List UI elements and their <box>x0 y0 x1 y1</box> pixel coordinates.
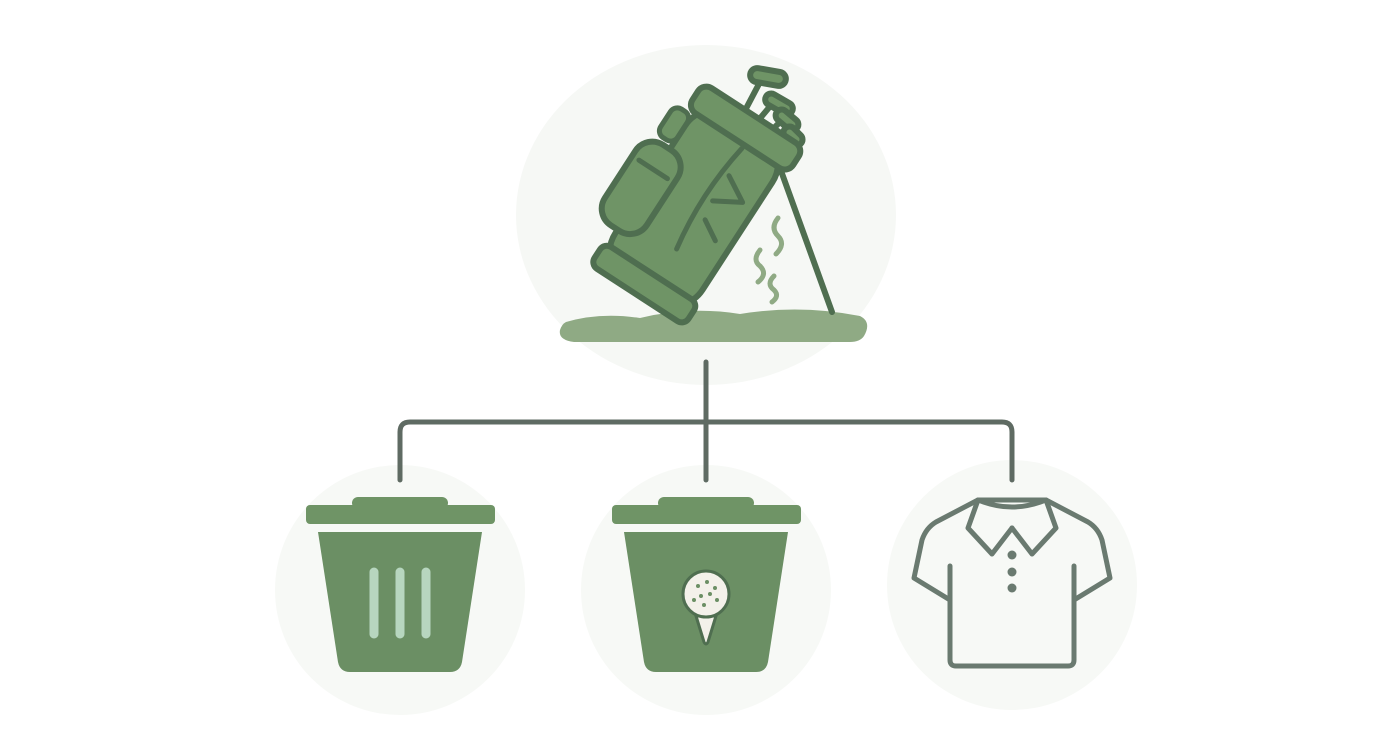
bag-handle <box>656 105 692 144</box>
golf-ball-on-tee-icon <box>681 569 731 646</box>
golf-tee <box>693 614 719 646</box>
dust-swirls <box>753 215 784 305</box>
bag-stand-leg <box>777 165 835 315</box>
connector-branch <box>397 419 1015 483</box>
golf-ball-bin-lid <box>612 505 801 524</box>
polo-shirt-collar-left <box>965 497 1015 557</box>
trash-bin-lid <box>306 505 495 524</box>
golf-ball-bin-icon <box>612 497 801 672</box>
polo-shirt-neckline <box>975 497 1049 510</box>
bag-strap <box>674 145 745 252</box>
golf-ball-dimples <box>692 580 719 607</box>
bag-collar <box>687 83 804 173</box>
bag-base <box>590 242 699 326</box>
connector-lines <box>397 359 1015 483</box>
golf-bag-icon <box>559 65 868 342</box>
trash-bin-stripes <box>369 567 431 639</box>
polo-shirt-icon <box>911 497 1113 669</box>
polo-shirt-collar-right <box>1009 497 1059 557</box>
turf-ground <box>559 309 868 342</box>
trash-bin-icon <box>306 497 495 672</box>
polo-shirt-buttons <box>1007 550 1017 593</box>
bag-pocket <box>598 138 684 238</box>
polo-shirt-body <box>911 497 1113 669</box>
golf-ball <box>681 569 731 619</box>
bag-body-group <box>590 83 804 326</box>
